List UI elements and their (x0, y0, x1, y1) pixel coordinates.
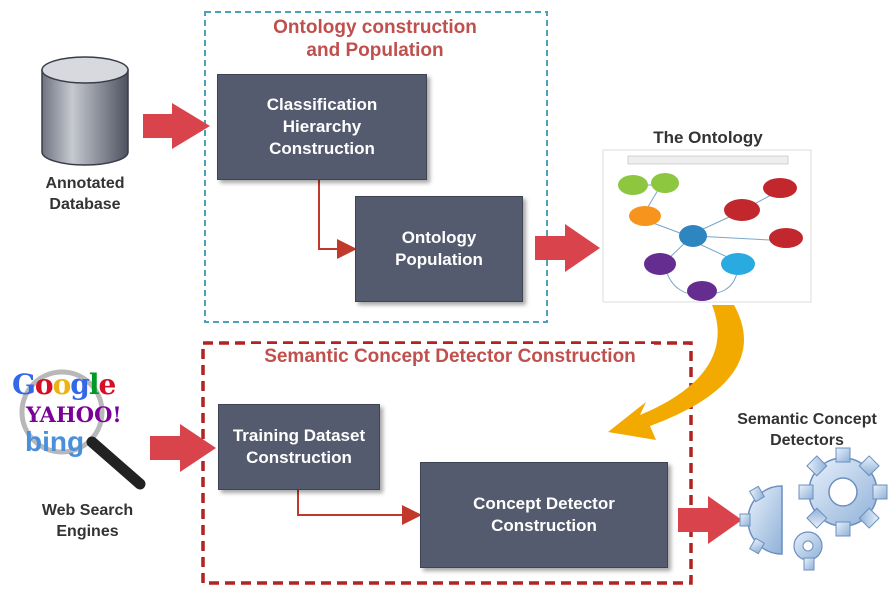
ontology-graph-image (602, 149, 812, 303)
top-section-border (204, 11, 548, 323)
bottom-section-title: Semantic Concept Detector Construction (246, 344, 654, 370)
connector-training-to-detector (297, 490, 422, 525)
classification-hierarchy-box: Classification Hierarchy Construction (217, 74, 427, 180)
web-search-engines-label: Web Search Engines (41, 502, 134, 540)
arrow-web-to-training (150, 424, 216, 472)
ontology-title: The Ontology (653, 128, 763, 147)
concept-detector-box: Concept Detector Construction (420, 462, 668, 568)
training-dataset-box: Training Dataset Construction (218, 404, 380, 490)
semantic-concept-detectors-label: Semantic Concept Detectors (737, 411, 877, 449)
google-logo: Google (12, 368, 116, 401)
arrow-ontology-to-detector (608, 305, 744, 440)
magnifier-icon (19, 369, 146, 490)
connector-classification-to-population (318, 180, 357, 259)
gears-icon (739, 447, 888, 571)
ontology-population-box: Ontology Population (355, 196, 523, 302)
arrow-detector-to-gears (678, 496, 742, 544)
arrow-db-to-classification (143, 103, 210, 149)
database-icon (41, 56, 129, 166)
yahoo-logo: YAHOO! (26, 402, 122, 427)
top-section-title: Ontology construction and Population (273, 17, 477, 61)
annotated-database-label: Annotated Database (45, 175, 125, 213)
arrow-population-to-ontology (535, 224, 600, 272)
bottom-section-border (201, 341, 693, 585)
bing-logo: bing (25, 426, 85, 457)
